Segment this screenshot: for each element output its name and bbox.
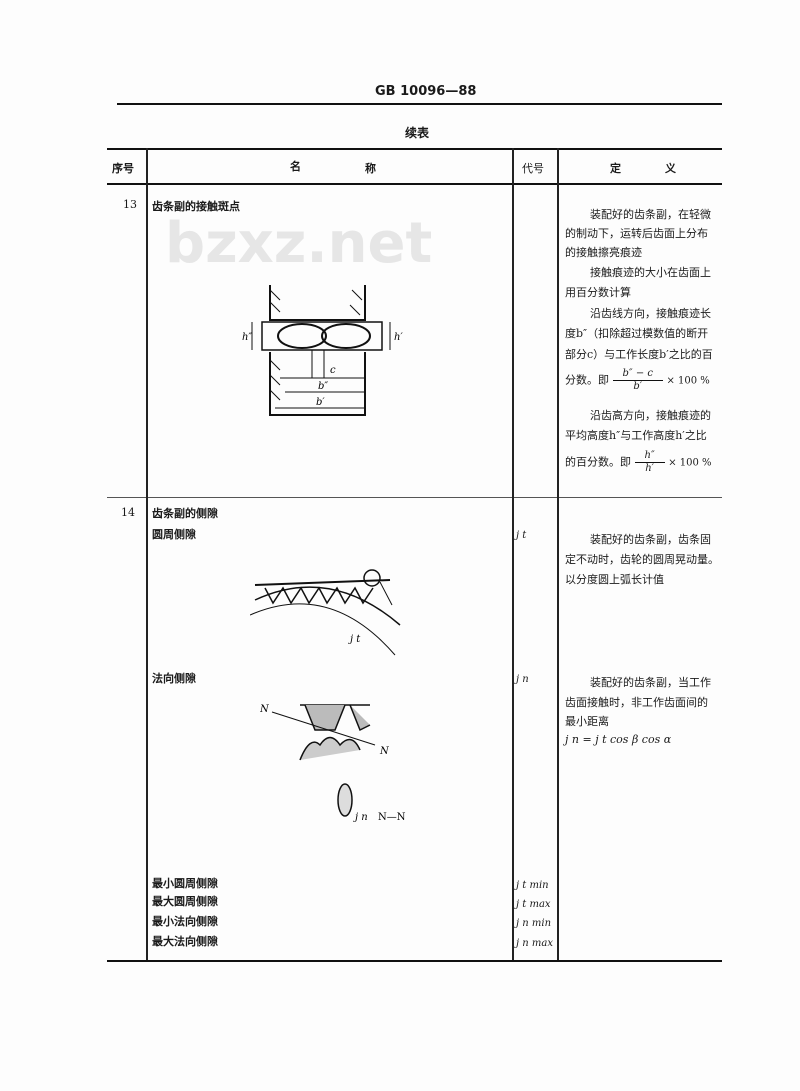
col-header-no: 序号 (112, 162, 134, 175)
circumferential-backlash-diagram: j t (250, 569, 401, 656)
term-name: 圆周侧隙 (152, 528, 196, 541)
col-divider (146, 148, 148, 960)
term-name: 法向侧隙 (152, 672, 196, 685)
table-bottom-rule (107, 960, 722, 962)
symbol: j n min (516, 918, 552, 929)
symbol: j n (516, 674, 529, 685)
formula: 的百分数。即 h″h′ × 100 % (565, 450, 712, 474)
symbol: j t min (516, 880, 549, 891)
label-h-double-prime: h″ (242, 332, 252, 343)
definition-line: 装配好的齿条副，齿条固 (590, 533, 711, 546)
label-jn: j n (353, 812, 368, 823)
formula: j n = j t cos β cos α (565, 733, 672, 746)
term-name: 最小圆周侧隙 (152, 877, 218, 890)
label-section-nn: N—N (378, 812, 406, 823)
row-number: 14 (121, 506, 135, 519)
symbol: j n max (516, 938, 553, 949)
label-c: c (330, 365, 336, 376)
row-divider (107, 497, 722, 498)
definition-line: 最小距离 (565, 715, 609, 728)
col-divider (512, 148, 514, 960)
col-divider (557, 148, 559, 960)
definition-line: 用百分数计算 (565, 286, 631, 299)
definition-line: 的接触擦亮痕迹 (565, 246, 642, 259)
definition-line: 装配好的齿条副，在轻微 (590, 208, 711, 221)
definition-line: 接触痕迹的大小在齿面上 (590, 266, 711, 279)
normal-backlash-diagram: N N j n N—N (260, 704, 406, 823)
col-header-definition: 义 (665, 162, 676, 175)
definition-line: 齿面接触时，非工作齿面间的 (565, 696, 708, 709)
label-n: N (260, 704, 270, 715)
label-h-prime: h′ (394, 332, 403, 343)
col-header-symbol: 代号 (522, 162, 544, 175)
symbol: j t (516, 530, 527, 541)
row-number: 13 (123, 198, 137, 211)
contact-pattern-diagram: h″ h′ c b″ b′ (242, 285, 403, 416)
col-header-name: 名 (290, 160, 301, 173)
label-b-prime: b′ (316, 397, 325, 408)
header-rule (117, 103, 722, 105)
term-name: 最小法向侧隙 (152, 915, 218, 928)
header-bottom-rule (107, 183, 722, 185)
term-name: 齿条副的侧隙 (152, 507, 218, 520)
definition-line: 部分c）与工作长度b′之比的百 (565, 348, 713, 361)
standard-number: GB 10096—88 (375, 84, 477, 99)
term-name: 最大圆周侧隙 (152, 895, 218, 908)
term-name: 最大法向侧隙 (152, 935, 218, 948)
label-n: N (379, 746, 390, 757)
definition-line: 度b″（扣除超过模数值的断开 (565, 327, 709, 340)
col-header-definition: 定 (610, 162, 621, 175)
term-name: 齿条副的接触斑点 (152, 200, 240, 213)
definition-line: 沿齿高方向，接触痕迹的 (590, 409, 711, 422)
definition-line: 平均高度h″与工作高度h′之比 (565, 429, 707, 442)
definition-line: 的制动下，运转后齿面上分布 (565, 227, 708, 240)
table-top-rule (107, 148, 722, 150)
col-header-name: 称 (365, 162, 376, 175)
label-jt: j t (348, 634, 361, 645)
definition-line: 定不动时，齿轮的圆周晃动量。 (565, 553, 719, 566)
table-caption: 续表 (405, 126, 430, 140)
definition-line: 以分度圆上弧长计值 (565, 573, 664, 586)
watermark: bzxz.net (165, 211, 433, 276)
definition-line: 沿齿线方向，接触痕迹长 (590, 307, 711, 320)
definition-line: 装配好的齿条副，当工作 (590, 676, 711, 689)
symbol: j t max (516, 899, 551, 910)
label-b-double-prime: b″ (318, 381, 328, 392)
